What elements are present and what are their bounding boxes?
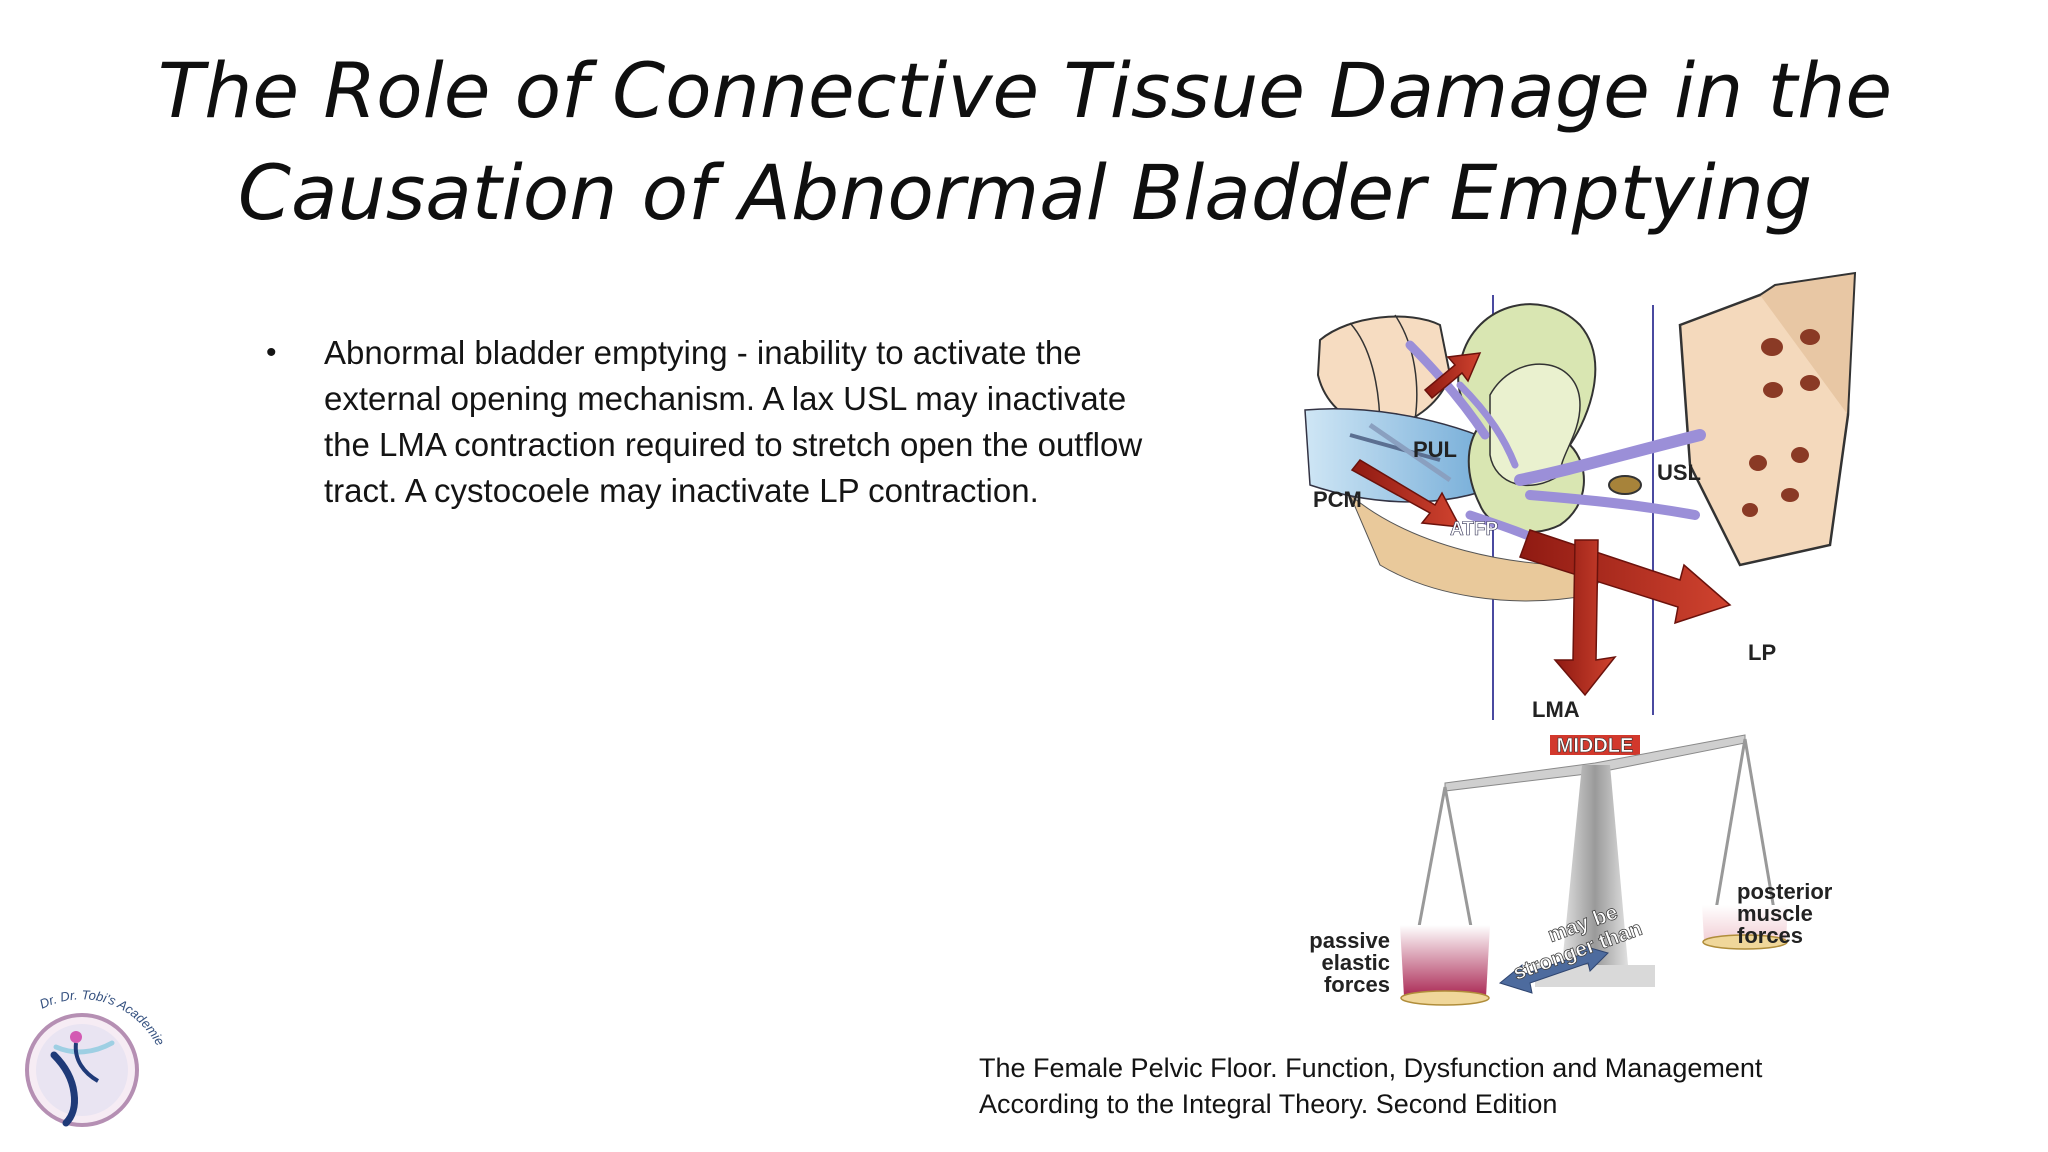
title-line-2: Causation of Abnormal Bladder Emptying <box>237 148 1813 237</box>
pul-strand-2 <box>1368 422 1452 483</box>
pelvic-floor-diagram: PUL PCM ATFP USL LP LMA MIDDLE may be st… <box>1304 271 1857 1006</box>
label-atfp: ATFP <box>1450 519 1499 540</box>
lma-force-arrow <box>1553 539 1617 697</box>
label-posterior: posterior <box>1737 879 1833 904</box>
citation-line-1: The Female Pelvic Floor. Function, Dysfu… <box>979 1053 1763 1083</box>
label-pcm: PCM <box>1313 487 1362 512</box>
bullet-item: • Abnormal bladder emptying - inability … <box>258 330 1158 514</box>
label-elastic: elastic <box>1322 950 1391 975</box>
pul-force-arrow <box>1423 352 1482 400</box>
pul-strand-1 <box>1349 433 1441 462</box>
label-muscle: muscle <box>1737 901 1813 926</box>
double-arrow-icon <box>1498 944 1609 994</box>
label-lma: LMA <box>1532 697 1580 722</box>
lp-force-arrow <box>1519 529 1732 625</box>
pcm-force-arrow <box>1350 459 1462 528</box>
citation: The Female Pelvic Floor. Function, Dysfu… <box>979 1050 1879 1122</box>
bullet-list: • Abnormal bladder emptying - inability … <box>258 330 1158 514</box>
bullet-dot-icon: • <box>266 336 277 369</box>
citation-line-2: According to the Integral Theory. Second… <box>979 1089 1558 1119</box>
title-line-1: The Role of Connective Tissue Damage in … <box>157 46 1893 135</box>
label-pul: PUL <box>1413 437 1457 462</box>
label-forces-left: forces <box>1324 972 1390 997</box>
label-usl: USL <box>1657 460 1701 485</box>
cervix-ring-shape <box>1608 475 1642 495</box>
slide-title: The Role of Connective Tissue Damage in … <box>120 40 1930 244</box>
bullet-text: Abnormal bladder emptying - inability to… <box>324 334 1143 509</box>
label-forces-right: forces <box>1737 923 1803 948</box>
balance-scale: MIDDLE may be stronger than passive elas… <box>1309 734 1833 1006</box>
label-passive: passive <box>1309 928 1390 953</box>
label-middle: MIDDLE <box>1557 735 1634 757</box>
label-lp: LP <box>1748 640 1776 665</box>
sacrum-shape <box>1678 271 1857 567</box>
academy-logo: Dr. Dr. Tobi's Academie <box>25 987 168 1127</box>
